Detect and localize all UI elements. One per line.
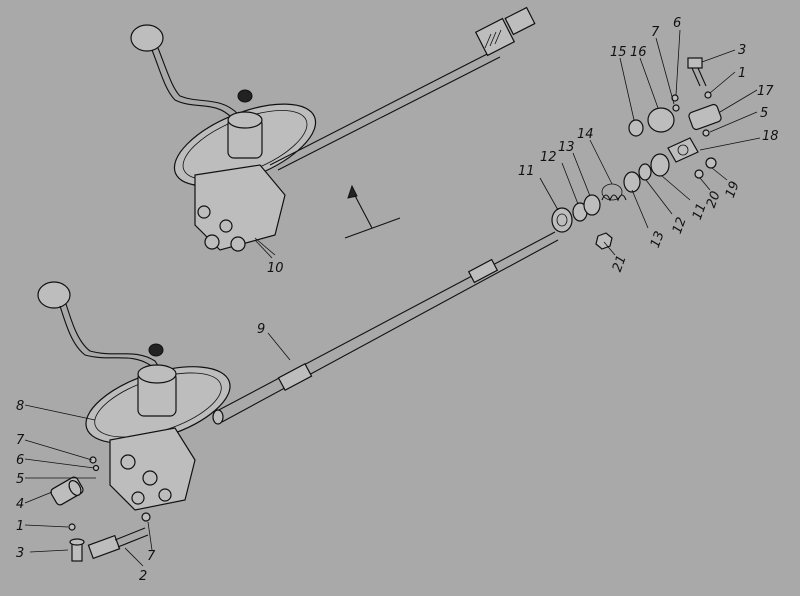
callout-10: 10 bbox=[267, 261, 284, 276]
callout-8: 8 bbox=[16, 399, 24, 414]
callout-12-right: 12 bbox=[670, 215, 690, 236]
part-3-bolt bbox=[687, 57, 703, 69]
callout-4: 4 bbox=[16, 497, 24, 512]
part-11-ring bbox=[551, 207, 573, 233]
callout-3-left: 3 bbox=[16, 546, 24, 561]
right-exploded-parts bbox=[551, 57, 722, 250]
lower-small-parts bbox=[50, 456, 151, 562]
callout-2: 2 bbox=[139, 569, 147, 584]
callout-1-right: 1 bbox=[738, 66, 746, 81]
lower-shift-lever-assembly bbox=[37, 281, 231, 511]
upper-housing bbox=[194, 164, 286, 251]
upper-shift-shaft bbox=[269, 6, 536, 171]
leader-lines bbox=[24, 29, 761, 567]
direction-arrow bbox=[344, 184, 401, 239]
callout-labels: 10 9 8 7 6 5 4 1 3 2 7 11 12 13 14 15 16… bbox=[16, 16, 779, 584]
part-2-bolt-head bbox=[87, 534, 121, 560]
callout-9: 9 bbox=[257, 322, 265, 337]
lower-lever-knob bbox=[37, 281, 71, 309]
lower-housing bbox=[109, 427, 196, 511]
callout-19: 19 bbox=[723, 179, 743, 200]
part-16-housing bbox=[647, 107, 675, 133]
callout-11-right: 11 bbox=[690, 201, 710, 222]
callout-7-right: 7 bbox=[651, 25, 660, 40]
shift-rod-9 bbox=[212, 231, 559, 425]
callout-6-left: 6 bbox=[16, 453, 24, 468]
callout-11-left: 11 bbox=[518, 164, 535, 179]
part-17-fitting bbox=[688, 103, 722, 131]
callout-18: 18 bbox=[762, 129, 779, 144]
callout-6-right: 6 bbox=[673, 16, 681, 31]
callout-20: 20 bbox=[704, 189, 724, 210]
callout-5-right: 5 bbox=[760, 106, 768, 121]
part-14-spring bbox=[601, 194, 627, 202]
part-21-nut bbox=[595, 232, 613, 250]
callout-21: 21 bbox=[610, 253, 630, 274]
callout-5-left: 5 bbox=[16, 472, 24, 487]
upper-shift-lever-assembly bbox=[130, 24, 317, 259]
callout-1-left: 1 bbox=[16, 519, 24, 534]
callout-15: 15 bbox=[610, 45, 627, 60]
callout-14: 14 bbox=[577, 127, 594, 142]
callout-16: 16 bbox=[630, 45, 647, 60]
part-3-screw bbox=[71, 542, 83, 562]
callout-13-right: 13 bbox=[648, 229, 668, 250]
callout-12-left: 12 bbox=[540, 150, 557, 165]
callout-17: 17 bbox=[757, 84, 774, 99]
upper-lever-rod bbox=[151, 49, 241, 131]
callout-3-right: 3 bbox=[738, 43, 746, 58]
part-1-washer bbox=[68, 523, 76, 531]
callout-7-bottom: 7 bbox=[147, 549, 156, 564]
callout-7-left: 7 bbox=[16, 433, 25, 448]
part-18-flange bbox=[667, 137, 699, 163]
upper-lever-knob bbox=[130, 24, 164, 52]
callout-13-left: 13 bbox=[558, 140, 575, 155]
lower-lever-rod bbox=[59, 305, 159, 379]
